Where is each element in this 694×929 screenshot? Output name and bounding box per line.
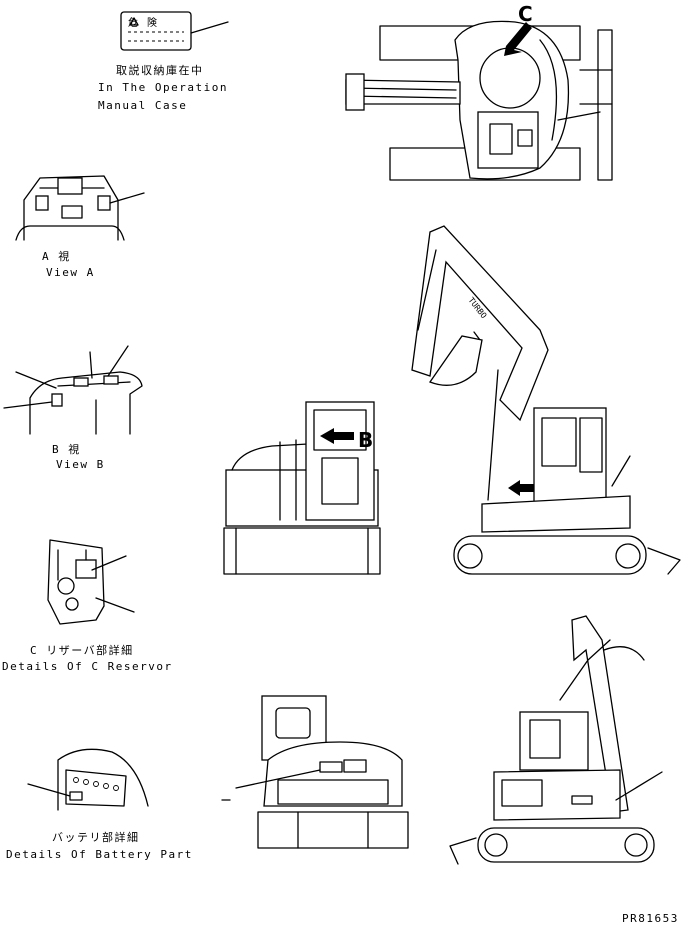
view-a-drawing: [15, 175, 145, 241]
detail-c-label-en: Details Of C Reservor: [2, 660, 173, 673]
front-view-excavator: [223, 401, 381, 575]
view-a-label-en: View A: [46, 266, 95, 279]
view-b-label-jp: B 視: [52, 443, 81, 456]
part-number: PR81653: [622, 912, 679, 925]
battery-detail-drawing: [27, 748, 149, 811]
battery-label-en: Details Of Battery Part: [6, 848, 193, 861]
side-view-excavator-2: [449, 615, 663, 865]
case-label-jp: 取説収納庫在中: [116, 64, 204, 77]
case-label-en-1: In The Operation: [98, 81, 228, 94]
detail-c-drawing: [47, 539, 135, 625]
view-b-label-en: View B: [56, 458, 105, 471]
marker-c: C: [518, 2, 533, 26]
marker-b: B: [358, 428, 374, 452]
detail-c-label-jp: C リザーバ部詳細: [30, 644, 134, 657]
view-b-drawing: [3, 345, 143, 435]
caution-label-text: 危 険: [128, 18, 159, 29]
case-label-en-2: Manual Case: [98, 99, 188, 112]
top-view-excavator: [345, 20, 613, 181]
caution-label-icon: [120, 11, 229, 51]
battery-label-jp: バッテリ部詳細: [52, 831, 140, 844]
side-view-excavator: [411, 225, 681, 575]
view-a-label-jp: A 視: [42, 250, 71, 263]
rear-view-excavator: [221, 695, 409, 849]
